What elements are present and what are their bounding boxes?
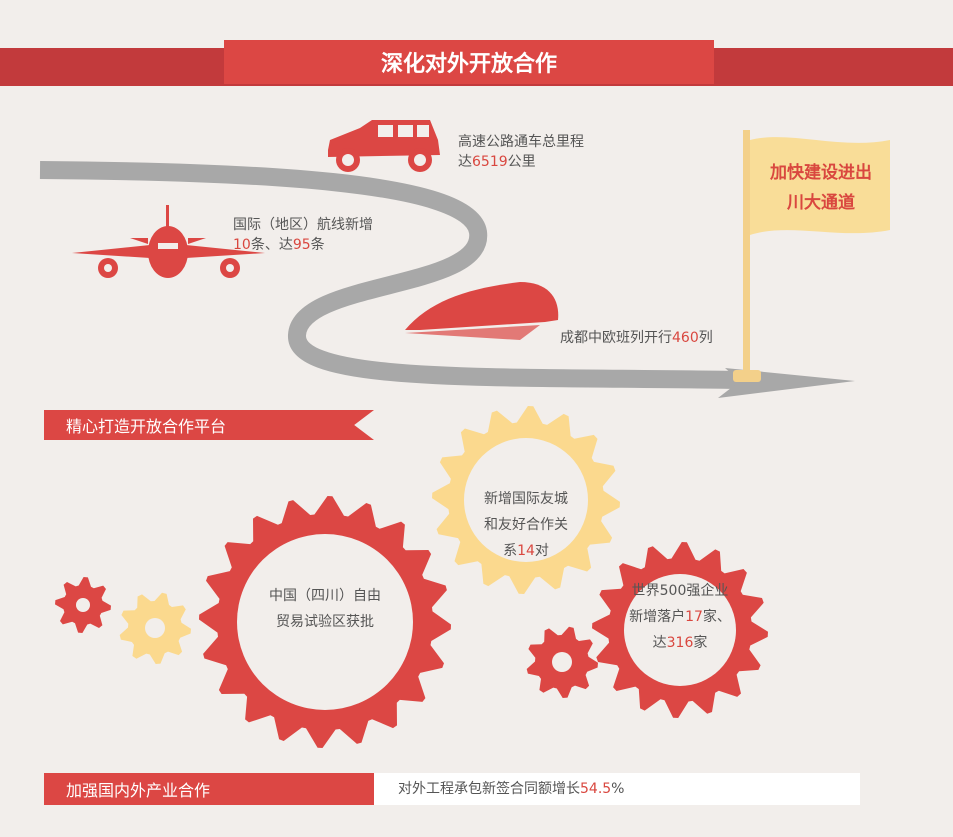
ftz-line1: 中国（四川）自由: [269, 588, 381, 604]
fortune-post2: 家、: [702, 609, 731, 625]
industry-value: 54.5: [580, 781, 612, 797]
cities-unit: 对: [534, 543, 549, 559]
train-label: 成都中欧班列开行: [560, 330, 672, 346]
train-value: 460: [672, 330, 699, 346]
cities-line1: 新增国际友城: [484, 491, 568, 507]
flights-total: 95: [292, 237, 311, 253]
gear-ftz-text: 中国（四川）自由 贸易试验区获批: [245, 583, 405, 635]
industry-stat: 对外工程承包新签合同额增长54.5%: [398, 779, 624, 799]
page-title: 深化对外开放合作: [224, 40, 714, 84]
section-industry-header: 加强国内外产业合作: [44, 773, 374, 805]
gear-cities-text: 新增国际友城 和友好合作关 系14对: [456, 486, 596, 564]
gear-red-right-hole: [624, 574, 736, 686]
fortune-pre3: 达: [652, 635, 667, 651]
cities-pre: 系: [503, 543, 518, 559]
highway-stat: 高速公路通车总里程 达6519公里: [458, 132, 584, 172]
fortune-line1: 世界500强企业: [631, 583, 729, 599]
fortune-new: 17: [685, 609, 703, 625]
flights-new: 10: [233, 237, 251, 253]
airplane-icon: [72, 205, 265, 278]
fortune-pre2: 新增落户: [629, 609, 686, 625]
fortune-total: 316: [666, 635, 694, 651]
gear-red-large-hole: [237, 534, 413, 710]
fortune-post3: 家: [693, 635, 708, 651]
cities-line2: 和友好合作关: [484, 517, 568, 533]
car-icon: [328, 120, 440, 172]
industry-stat-box: 对外工程承包新签合同额增长54.5%: [360, 773, 860, 805]
highway-value: 6519: [472, 154, 508, 170]
gear-red-small-right-hole: [552, 652, 572, 672]
industry-label: 对外工程承包新签合同额增长: [398, 781, 580, 797]
highway-label: 高速公路通车总里程: [458, 134, 584, 150]
flag-text: 加快建设进出 川大通道: [752, 158, 890, 218]
flights-mid: 条、达: [250, 237, 293, 253]
cities-value: 14: [517, 543, 535, 559]
train-icon: [405, 282, 559, 340]
gear-yellow-small-hole: [145, 618, 165, 638]
ftz-line2: 贸易试验区获批: [276, 614, 374, 630]
industry-unit: %: [611, 781, 625, 797]
gear-fortune-text: 世界500强企业 新增落户17家、 达316家: [610, 578, 750, 656]
flights-unit: 条: [310, 237, 325, 253]
gear-yellow-large-hole: [464, 438, 588, 562]
flag-line2: 川大通道: [787, 193, 855, 213]
train-unit: 列: [698, 330, 713, 346]
road: [39, 161, 746, 389]
highway-pre: 达: [458, 154, 472, 170]
train-stat: 成都中欧班列开行460列: [560, 328, 713, 348]
section-platform-header: 精心打造开放合作平台: [44, 410, 374, 440]
highway-unit: 公里: [507, 154, 536, 170]
flag-line1: 加快建设进出: [770, 163, 872, 183]
flights-stat: 国际（地区）航线新增 10条、达95条: [233, 215, 373, 255]
flights-label: 国际（地区）航线新增: [233, 217, 373, 233]
flag-icon: [733, 130, 890, 382]
gear-red-small-left-hole: [76, 598, 90, 612]
